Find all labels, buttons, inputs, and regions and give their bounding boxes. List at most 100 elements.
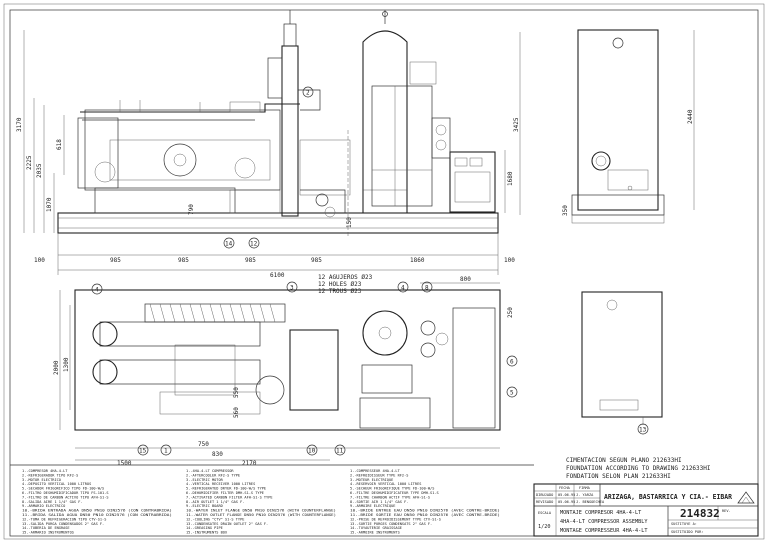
svg-text:2.-REFRIGERADOR TIPO RF2-S: 2.-REFRIGERADOR TIPO RF2-S <box>22 473 78 477</box>
dim-bottom-985a: 985 <box>110 257 121 264</box>
dim-618: 618 <box>56 139 63 150</box>
svg-text:12.-TOMA DE REFRIGERACION TIPO: 12.-TOMA DE REFRIGERACION TIPO CTV-S1-S <box>22 517 106 521</box>
legend-english: 1.-4HA-4-LT COMPRESSOR 2.-AFTERCOOLER RF… <box>186 469 336 535</box>
svg-text:12.-PRISE DE REFROIDISSEMENT T: 12.-PRISE DE REFROIDISSEMENT TYPE CTV-S1… <box>350 517 441 521</box>
plan-receiver-circle <box>362 310 408 356</box>
tb-rev-label: REV. <box>722 509 731 513</box>
flywheel-circle <box>163 143 197 177</box>
tb-dibujado-label: DIBUJADO <box>536 493 553 497</box>
dim-bottom-985c: 985 <box>245 257 256 264</box>
dim-1500: 1500 <box>117 460 132 467</box>
svg-text:3.-MOTEUR ELECTRIQUE: 3.-MOTEUR ELECTRIQUE <box>350 478 393 482</box>
balloon-13: 13 <box>637 423 649 435</box>
svg-text:11.-BRIDA SALIDA AGUA DN50 PN1: 11.-BRIDA SALIDA AGUA DN50 PN10 DIN2576 … <box>22 513 172 517</box>
balloon-1: 1 <box>160 444 172 456</box>
svg-text:8.-SALIDA AIRE 1 1/4" GAS F.: 8.-SALIDA AIRE 1 1/4" GAS F. <box>22 500 83 504</box>
dim-2035: 2035 <box>36 163 43 178</box>
svg-text:CIMENTACION SEGUN PLANO 212633: CIMENTACION SEGUN PLANO 212633HI <box>566 457 682 464</box>
svg-text:1.-4HA-4-LT COMPRESSOR: 1.-4HA-4-LT COMPRESSOR <box>186 469 234 473</box>
svg-text:5: 5 <box>510 390 514 397</box>
dim-2000: 2000 <box>53 360 60 375</box>
dim-250: 250 <box>507 307 514 318</box>
tb-revisado-date: 05-06-95 <box>558 500 575 504</box>
svg-text:4.-VERTICAL RECEIVER 1000 LITR: 4.-VERTICAL RECEIVER 1000 LITRES <box>186 482 255 486</box>
svg-text:7.-ACTIVATED CARBON FILTER AFH: 7.-ACTIVATED CARBON FILTER AFH-S1-S TYPE <box>186 495 273 499</box>
dim-1070: 1070 <box>46 197 53 212</box>
svg-text:9.-ARMOIRE ELECTRIQUE: 9.-ARMOIRE ELECTRIQUE <box>350 504 395 508</box>
balloon-3: 3 <box>286 281 298 293</box>
svg-text:4: 4 <box>401 285 405 292</box>
svg-text:12 TROUS Ø23: 12 TROUS Ø23 <box>318 288 362 295</box>
tb-sustituye: SUSTITUYE A: <box>671 522 697 526</box>
svg-text:5.-SECHEUR FRIGORIFIQUE TYPE F: 5.-SECHEUR FRIGORIFIQUE TYPE FD-100-W/S <box>350 487 434 491</box>
svg-text:1: 1 <box>164 448 168 455</box>
svg-text:6.-FILTRE DESHUMIDIFICATEUR TY: 6.-FILTRE DESHUMIDIFICATEUR TYPE DMH-S1-… <box>350 491 439 495</box>
svg-text:4.-DEPOSITO VERTICAL 1000 LITR: 4.-DEPOSITO VERTICAL 1000 LITROS <box>22 482 91 486</box>
dim-1300: 1300 <box>63 357 70 372</box>
balloon-8: 8 <box>421 281 433 293</box>
tb-company: ARIZAGA, BASTARRICA Y CIA.- EIBAR <box>604 493 732 501</box>
svg-text:14.-GREASING PIPE: 14.-GREASING PIPE <box>186 526 223 530</box>
svg-text:3.-MOTOR ELECTRICO: 3.-MOTOR ELECTRICO <box>22 478 61 482</box>
balloon-2-front: 2 <box>302 86 314 98</box>
plan-skid-outline <box>74 289 501 431</box>
svg-text:2.-AFTERCOOLER RF2-S TYPE: 2.-AFTERCOOLER RF2-S TYPE <box>186 473 240 477</box>
plan-motor <box>289 329 339 411</box>
tb-drawing-number: 214832 <box>680 507 720 520</box>
svg-text:12: 12 <box>250 241 258 248</box>
svg-text:3.-ELECTRIC MOTOR: 3.-ELECTRIC MOTOR <box>186 478 224 482</box>
foundation-note: CIMENTACION SEGUN PLANO 212633HI FOUNDAT… <box>566 457 711 480</box>
compressor-block <box>84 109 281 191</box>
svg-text:11.-WATER OUTLET FLANGE DN50 P: 11.-WATER OUTLET FLANGE DN50 PN10 DIN257… <box>186 513 336 517</box>
balloon-4-left: 4 <box>91 283 103 295</box>
svg-text:13.-SORTIE PURGES CONDENSATS 2: 13.-SORTIE PURGES CONDENSATS 2" GAS F. <box>350 522 432 526</box>
dim-bottom-985b: 985 <box>178 257 189 264</box>
dim-560: 560 <box>233 407 240 418</box>
svg-text:5.-REFRIGERATED DRYER FD-100-W: 5.-REFRIGERATED DRYER FD-100-W/S TYPE <box>186 487 266 491</box>
svg-text:14.-TUYAUTERIE GRAISSAGE: 14.-TUYAUTERIE GRAISSAGE <box>350 526 402 530</box>
svg-text:12.-COOLING "CTV" S1-S TYPE: 12.-COOLING "CTV" S1-S TYPE <box>186 517 244 521</box>
tb-scale-value: 1/20 <box>538 524 551 530</box>
tb-dibujado-date: 05-06-95 <box>558 493 575 497</box>
balloon-11: 11 <box>334 444 346 456</box>
balloon-5: 5 <box>506 386 518 398</box>
front-elevation-view <box>23 10 521 275</box>
balloon-4-right: 4 <box>397 281 409 293</box>
svg-text:6: 6 <box>510 359 514 366</box>
svg-text:10.-BRIDE ENTREE EAU DN50 PN10: 10.-BRIDE ENTREE EAU DN50 PN10 DIN2576 (… <box>350 509 500 513</box>
balloon-14: 14 <box>223 237 235 249</box>
svg-text:10.-BRIDA ENTRADA AGUA DN50 PN: 10.-BRIDA ENTRADA AGUA DN50 PN10 DIN2576… <box>22 509 172 513</box>
side-view <box>571 29 695 224</box>
svg-text:10: 10 <box>308 448 316 455</box>
dim-3425: 3425 <box>513 117 520 132</box>
svg-text:14: 14 <box>225 241 233 248</box>
svg-text:12 HOLES Ø23: 12 HOLES Ø23 <box>318 281 362 288</box>
svg-text:8: 8 <box>425 285 429 292</box>
dim-2440: 2440 <box>687 109 694 124</box>
svg-text:9.-ARMARIO ELECTRICO: 9.-ARMARIO ELECTRICO <box>22 504 65 508</box>
svg-text:13.-CONDENSATES DRAIN OUTLET 2: 13.-CONDENSATES DRAIN OUTLET 2" GAS F. <box>186 522 268 526</box>
svg-text:2: 2 <box>306 90 310 97</box>
balloon-6: 6 <box>506 355 518 367</box>
right-cabinet-plan <box>581 291 663 418</box>
balloon-12: 12 <box>248 237 260 249</box>
electric-board <box>449 151 496 213</box>
svg-text:4.-RESERVOIR VERTICAL 1000 LIT: 4.-RESERVOIR VERTICAL 1000 LITRES <box>350 482 421 486</box>
svg-text:4: 4 <box>95 287 99 294</box>
plan-grille <box>144 303 286 323</box>
svg-text:7.-FILTRE CHARBON ACTIF TYPE A: 7.-FILTRE CHARBON ACTIF TYPE AFH-S1-S <box>350 495 430 499</box>
svg-text:8.-SORTIE AIR 1 1/4" GAS F.: 8.-SORTIE AIR 1 1/4" GAS F. <box>350 500 408 504</box>
plan-view <box>59 282 663 461</box>
dim-bottom-985d: 985 <box>311 257 322 264</box>
svg-text:13.-SALIDA PURGA CONDENSADOS 2: 13.-SALIDA PURGA CONDENSADOS 2" GAS F. <box>22 522 104 526</box>
svg-text:FONDATION SELON PLAN 212633HI: FONDATION SELON PLAN 212633HI <box>566 473 671 480</box>
svg-text:5.-SECADOR FRIGORIFICO TIPO FD: 5.-SECADOR FRIGORIFICO TIPO FD-100-W/S <box>22 487 104 491</box>
dim-bottom-1860: 1860 <box>410 257 425 264</box>
tb-dibujado-sign: J. YARZA <box>576 493 594 497</box>
dryer-cabinet <box>371 85 433 207</box>
tb-header-firma: FIRMA <box>579 486 591 490</box>
dim-750: 750 <box>198 441 209 448</box>
dim-150: 150 <box>346 217 353 228</box>
